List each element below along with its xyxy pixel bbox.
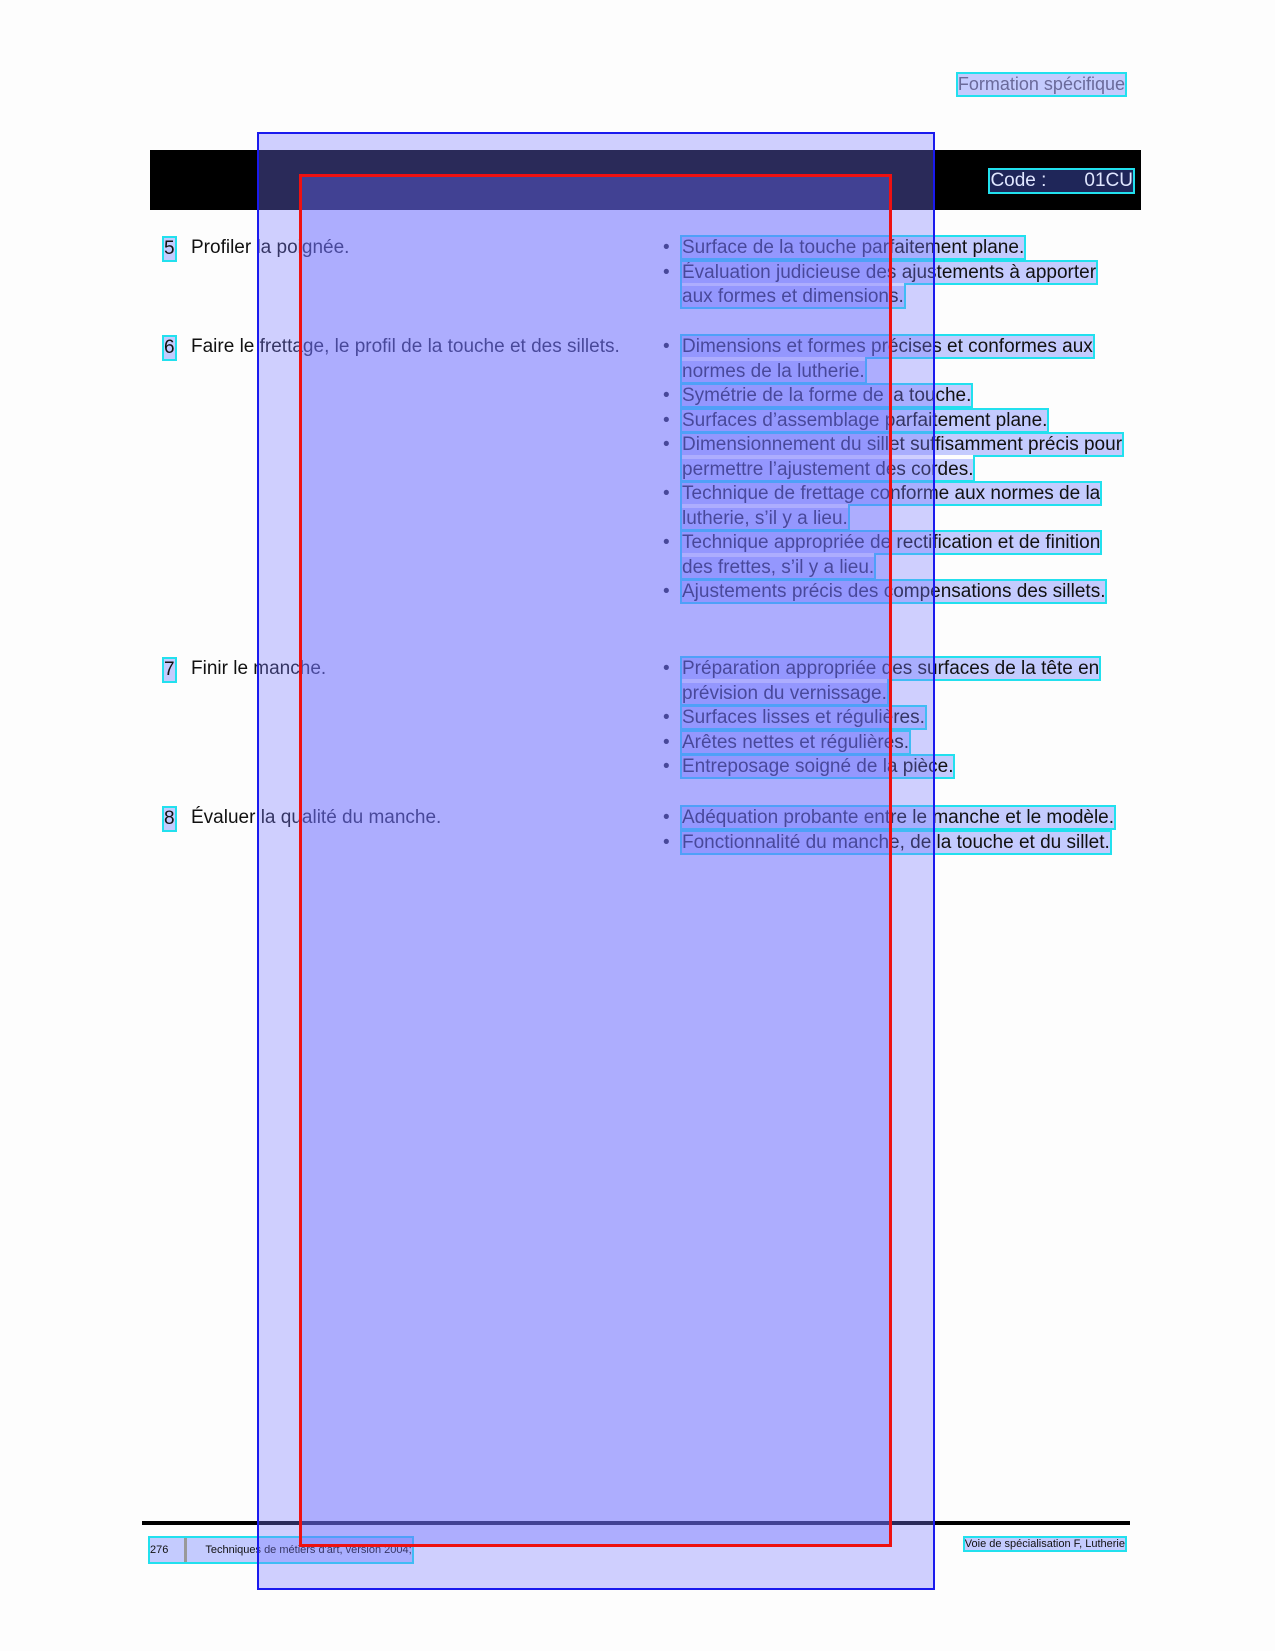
- criterion-item: Ajustements précis des compensations des…: [663, 579, 1123, 605]
- criterion-item: Surface de la touche parfaitement plane.: [663, 235, 1123, 261]
- step-text: Évaluer la qualité du manche.: [191, 807, 442, 828]
- criterion-item: Symétrie de la forme de la touche.: [663, 383, 1123, 409]
- criterion-text: Surfaces lisses et régulières.: [680, 705, 927, 730]
- page-number: 276: [150, 1543, 169, 1556]
- criterion-text: Arêtes nettes et régulières.: [679, 729, 912, 755]
- criterion-text: Entreposage soigné de la pièce.: [679, 754, 956, 779]
- criterion-item: Adéquation probante entre le manche et l…: [663, 805, 1123, 831]
- footer-rule: [142, 1521, 1130, 1525]
- criterion-text: Adéquation probante entre le manche et l…: [679, 805, 1117, 830]
- criterion-text: Surface de la touche parfaitement plane.: [679, 235, 1027, 260]
- running-head: Formation spécifique: [955, 72, 1128, 97]
- overlay-region-inner: [299, 174, 892, 1547]
- code-value: 01CU: [1084, 170, 1133, 191]
- step-text: Faire le frettage, le profil de la touch…: [191, 336, 620, 357]
- criterion-item: Dimensionnement du sillet suffisamment p…: [663, 432, 1125, 482]
- criterion-item: Dimensions et formes précises et conform…: [663, 334, 1123, 384]
- step-number: 8: [162, 806, 177, 832]
- competency-code: Code : 01CU: [988, 168, 1135, 194]
- step-number: 6: [162, 335, 177, 361]
- criterion-item: Surfaces d’assemblage parfaitement plane…: [663, 407, 1123, 434]
- criterion-item: Fonctionnalité du manche, de la touche e…: [663, 829, 1123, 856]
- footer-separator: [184, 1538, 188, 1562]
- code-label: Code :: [990, 170, 1047, 191]
- step-text: Profiler la poignée.: [191, 237, 350, 258]
- criterion-item: Entreposage soigné de la pièce.: [663, 754, 1123, 780]
- criterion-text: Ajustements précis des compensations des…: [679, 579, 1108, 604]
- criterion-item: Arêtes nettes et régulières.: [663, 729, 1123, 756]
- header-bar: [150, 150, 1141, 210]
- step-number: 5: [162, 236, 177, 262]
- footer-right: Voie de spécialisation F, Lutherie: [962, 1536, 1128, 1552]
- overlay-region-outer: [257, 132, 935, 1590]
- criterion-text: Symétrie de la forme de la touche.: [679, 383, 974, 408]
- criteria-list: Adéquation probante entre le manche et l…: [663, 805, 1123, 856]
- step-number: 7: [162, 657, 177, 683]
- criterion-text: Fonctionnalité du manche, de la touche e…: [680, 829, 1112, 855]
- criterion-text: Surfaces d’assemblage parfaitement plane…: [679, 407, 1050, 433]
- criterion-item: Surfaces lisses et régulières.: [663, 705, 1123, 731]
